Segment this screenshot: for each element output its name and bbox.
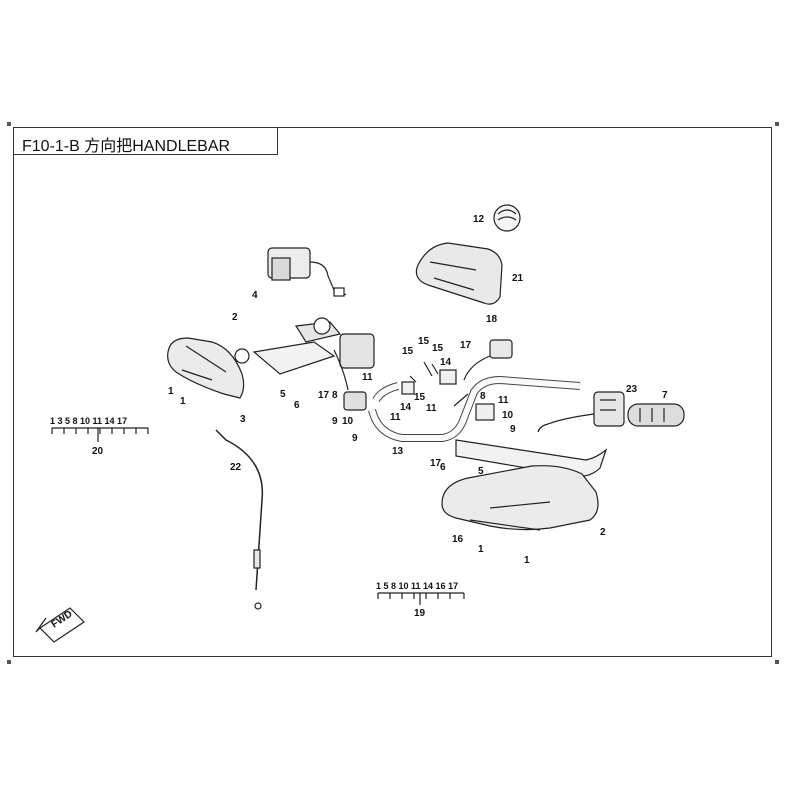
callout-15: 15 bbox=[418, 336, 430, 347]
callout-11: 11 bbox=[426, 403, 437, 414]
callout-10: 10 bbox=[342, 416, 354, 427]
part-23-right-switch bbox=[537, 391, 625, 433]
part-12-cap bbox=[493, 204, 521, 232]
part-22-cable bbox=[215, 429, 264, 610]
callout-9: 9 bbox=[352, 433, 358, 444]
kit-legend-20: 1 3 5 8 10 11 14 17 20 bbox=[50, 416, 127, 457]
callout-22: 22 bbox=[230, 462, 242, 473]
part-4-master-cylinder bbox=[267, 247, 347, 297]
callout-6: 6 bbox=[440, 462, 446, 473]
part-16-right-handguard bbox=[441, 465, 599, 531]
part-21-upper-cover bbox=[415, 242, 503, 305]
callout-18: 18 bbox=[486, 314, 498, 325]
callout-14: 14 bbox=[400, 402, 412, 413]
callout-16: 16 bbox=[452, 534, 464, 545]
callout-13: 13 bbox=[392, 446, 404, 457]
kit-19-label: 19 bbox=[414, 608, 426, 619]
part-13-handlebar bbox=[368, 375, 581, 442]
callout-17: 17 bbox=[318, 390, 330, 401]
part-3-left-handguard bbox=[167, 337, 250, 399]
callout-8: 8 bbox=[332, 390, 338, 401]
kit-20-bracket bbox=[51, 427, 149, 442]
callout-9: 9 bbox=[510, 424, 516, 435]
kit-19-bracket bbox=[377, 592, 465, 605]
part-18-connector bbox=[463, 339, 513, 381]
corner-mark bbox=[7, 122, 11, 126]
fwd-arrow-icon bbox=[35, 607, 85, 643]
callout-3: 3 bbox=[240, 414, 246, 425]
kit-19-members: 1 5 8 10 11 14 16 17 bbox=[376, 581, 458, 591]
part-lever-assembly bbox=[313, 317, 375, 411]
callout-1: 1 bbox=[524, 555, 530, 566]
kit-20-label: 20 bbox=[92, 446, 104, 457]
callout-11: 11 bbox=[498, 395, 509, 406]
callout-14: 14 bbox=[440, 357, 452, 368]
callout-11: 11 bbox=[390, 412, 401, 423]
callout-2: 2 bbox=[232, 312, 238, 323]
corner-mark bbox=[7, 660, 11, 664]
callout-labels: 12 21 4 2 1 1 3 5 6 17 9 8 10 9 11 15 15… bbox=[168, 214, 668, 566]
corner-mark bbox=[775, 660, 779, 664]
title-box: F10-1-B 方向把HANDLEBAR bbox=[13, 127, 278, 155]
callout-1: 1 bbox=[168, 386, 174, 397]
diagram-frame bbox=[13, 127, 772, 657]
part-7-grip bbox=[627, 403, 685, 427]
callout-2: 2 bbox=[600, 527, 606, 538]
callout-1: 1 bbox=[180, 396, 186, 407]
callout-10: 10 bbox=[502, 410, 514, 421]
callout-4: 4 bbox=[252, 290, 258, 301]
callout-5: 5 bbox=[478, 466, 484, 477]
callout-6: 6 bbox=[294, 400, 300, 411]
callout-12: 12 bbox=[473, 214, 485, 225]
callout-5: 5 bbox=[280, 389, 286, 400]
callout-17: 17 bbox=[430, 458, 442, 469]
part-clamps bbox=[401, 361, 495, 421]
callout-7: 7 bbox=[662, 390, 668, 401]
corner-mark bbox=[775, 122, 779, 126]
callout-15: 15 bbox=[414, 392, 426, 403]
callout-21: 21 bbox=[512, 273, 524, 284]
callout-15: 15 bbox=[402, 346, 414, 357]
diagram-title: F10-1-B 方向把HANDLEBAR bbox=[22, 138, 231, 155]
kit-legend-19: 1 5 8 10 11 14 16 17 19 bbox=[376, 581, 458, 619]
callout-1: 1 bbox=[478, 544, 484, 555]
callout-23: 23 bbox=[626, 384, 638, 395]
callout-9: 9 bbox=[332, 416, 338, 427]
callout-15: 15 bbox=[432, 343, 444, 354]
kit-20-members: 1 3 5 8 10 11 14 17 bbox=[50, 416, 127, 426]
callout-17: 17 bbox=[460, 340, 472, 351]
callout-8: 8 bbox=[480, 391, 486, 402]
callout-11: 11 bbox=[362, 372, 373, 383]
